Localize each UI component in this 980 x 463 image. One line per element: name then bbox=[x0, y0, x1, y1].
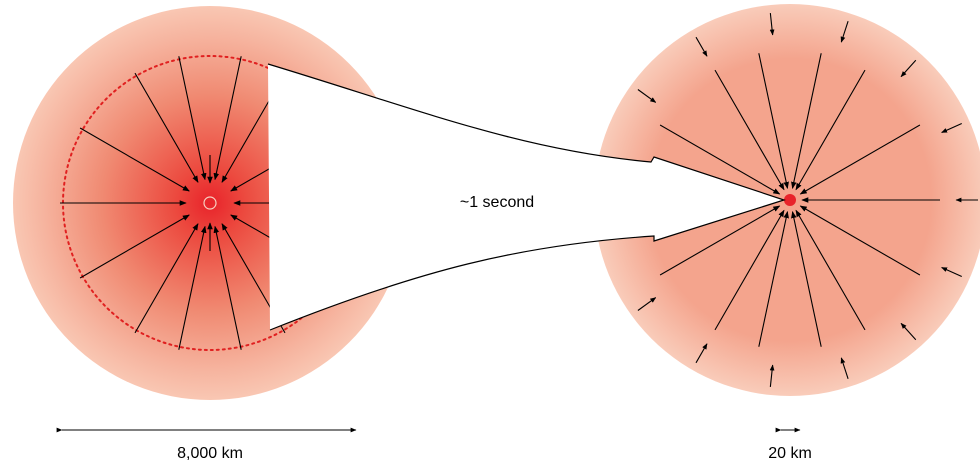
infall-arrow-long bbox=[714, 209, 785, 331]
collapsed-core bbox=[784, 194, 796, 206]
outer-infall-arrow bbox=[637, 89, 657, 103]
time-label: ~1 second bbox=[460, 194, 534, 211]
infall-arrow-long bbox=[134, 223, 199, 334]
infall-arrow-long bbox=[791, 53, 822, 189]
right-scale-label: 20 km bbox=[768, 445, 812, 462]
infall-arrow-long bbox=[79, 127, 190, 192]
initial-core-marker bbox=[203, 196, 217, 210]
outer-infall-arrow bbox=[840, 21, 849, 43]
outer-infall-arrow bbox=[695, 343, 708, 364]
outer-infall-arrow bbox=[840, 357, 849, 379]
infall-arrow-long bbox=[213, 56, 242, 181]
infall-arrow-long bbox=[795, 69, 866, 191]
zoom-arrow bbox=[267, 63, 786, 331]
infall-arrow-long bbox=[79, 214, 190, 279]
outer-infall-arrow bbox=[637, 297, 657, 311]
infall-arrow-long bbox=[659, 205, 781, 276]
infall-arrow-long bbox=[659, 124, 781, 195]
infall-arrow-long bbox=[795, 209, 866, 331]
outer-infall-arrow bbox=[900, 59, 917, 78]
infall-arrow-long bbox=[178, 225, 207, 350]
infall-arrow-long bbox=[714, 69, 785, 191]
infall-arrow-long bbox=[758, 53, 789, 189]
infall-arrow-long bbox=[178, 56, 207, 181]
outer-infall-arrow bbox=[941, 123, 962, 133]
left-scale-label: 8,000 km bbox=[177, 445, 243, 462]
infall-arrow-long bbox=[213, 225, 242, 350]
outer-infall-arrow bbox=[941, 267, 962, 277]
infall-arrow-long bbox=[134, 72, 199, 183]
outer-infall-arrow bbox=[769, 364, 775, 388]
infall-arrow-long bbox=[799, 124, 921, 195]
outer-infall-arrow bbox=[769, 12, 775, 36]
infall-arrow-long bbox=[758, 211, 789, 347]
outer-infall-arrow bbox=[695, 36, 708, 57]
infall-arrow-long bbox=[791, 211, 822, 347]
outer-infall-arrow bbox=[900, 322, 917, 341]
right-infall-arrows bbox=[605, 12, 978, 388]
infall-arrow-long bbox=[799, 205, 921, 276]
